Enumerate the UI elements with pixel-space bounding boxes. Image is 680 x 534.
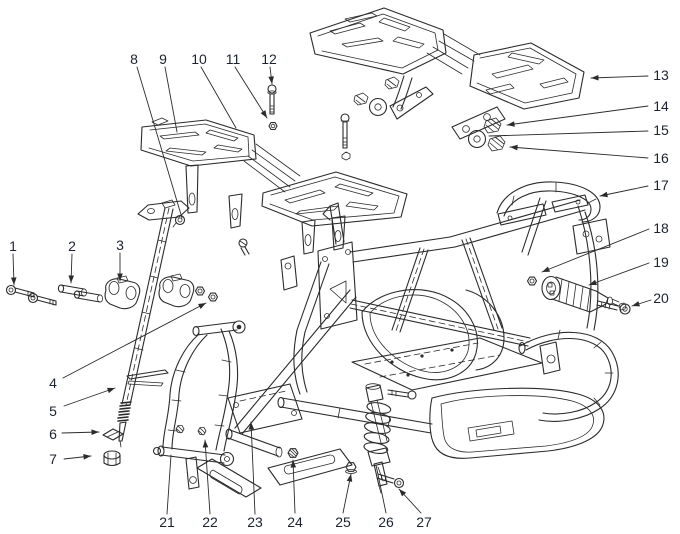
callout-label-9: 9 xyxy=(159,51,167,67)
leader-arrowhead-12 xyxy=(268,76,274,84)
leader-arrowhead-19 xyxy=(589,279,598,286)
callout-label-6: 6 xyxy=(49,426,57,442)
callout-label-7: 7 xyxy=(49,451,57,467)
leader-arrowhead-16 xyxy=(510,144,518,151)
leader-line-16 xyxy=(509,146,649,159)
leader-arrowhead-11 xyxy=(260,110,267,118)
main-frame-drawing xyxy=(225,181,619,459)
leader-line-13 xyxy=(590,75,649,79)
leader-arrowhead-6 xyxy=(91,429,99,436)
leader-arrowhead-22 xyxy=(202,440,209,448)
leader-line-26 xyxy=(375,464,387,514)
leader-arrowhead-23 xyxy=(248,422,255,430)
callout-label-17: 17 xyxy=(653,177,669,193)
callout-label-13: 13 xyxy=(653,67,669,83)
front-fork-drawing xyxy=(152,320,353,498)
callout-label-5: 5 xyxy=(49,403,57,419)
callout-label-27: 27 xyxy=(416,514,432,530)
rear-rack-drawing xyxy=(309,7,585,161)
leader-line-24 xyxy=(292,459,296,514)
leader-arrowhead-20 xyxy=(632,301,640,307)
leader-line-17 xyxy=(599,185,649,197)
callout-label-23: 23 xyxy=(247,514,263,530)
leader-line-15 xyxy=(488,130,649,137)
leader-arrowhead-3 xyxy=(117,273,123,281)
muffler-drawing xyxy=(541,275,631,315)
leader-line-10 xyxy=(200,66,237,129)
leader-arrowhead-5 xyxy=(106,387,115,394)
callout-label-25: 25 xyxy=(335,514,351,530)
leader-line-8 xyxy=(136,66,183,219)
leader-arrowhead-4 xyxy=(198,303,206,309)
leader-line-11 xyxy=(234,66,268,119)
leader-arrowhead-1 xyxy=(10,277,17,285)
top-fasteners-drawing xyxy=(238,84,278,256)
leader-line-5 xyxy=(63,387,116,407)
handlebar-clamp-parts-drawing xyxy=(5,273,219,310)
leader-line-4 xyxy=(62,302,207,379)
washer-and-cap-drawing xyxy=(102,428,124,467)
callout-label-8: 8 xyxy=(130,51,138,67)
callout-label-19: 19 xyxy=(653,254,669,270)
leader-line-19 xyxy=(588,262,650,286)
callout-label-26: 26 xyxy=(378,514,394,530)
leader-arrowhead-17 xyxy=(600,191,608,198)
leader-arrowhead-2 xyxy=(68,275,75,283)
callout-label-11: 11 xyxy=(226,51,241,67)
callout-label-14: 14 xyxy=(653,98,669,114)
callout-label-24: 24 xyxy=(287,514,303,530)
shock-absorber-drawing xyxy=(345,383,405,494)
steering-stem-drawing xyxy=(117,199,190,448)
callout-label-12: 12 xyxy=(261,51,277,67)
callout-label-3: 3 xyxy=(116,237,124,253)
callout-label-21: 21 xyxy=(159,514,175,530)
foot-board-drawing xyxy=(140,117,408,255)
leader-arrowhead-25 xyxy=(346,474,353,482)
leader-line-9 xyxy=(164,66,178,133)
callout-label-20: 20 xyxy=(653,290,669,306)
callout-label-22: 22 xyxy=(202,514,218,530)
callout-label-16: 16 xyxy=(653,150,669,166)
leader-arrowhead-7 xyxy=(83,454,91,460)
callout-label-15: 15 xyxy=(653,122,669,138)
callout-label-10: 10 xyxy=(191,51,207,67)
leader-arrowhead-18 xyxy=(542,266,551,272)
leader-arrowhead-13 xyxy=(591,74,599,81)
callout-label-4: 4 xyxy=(49,375,57,391)
leader-line-22 xyxy=(204,439,211,515)
leader-line-14 xyxy=(506,105,649,126)
callout-label-1: 1 xyxy=(9,238,17,254)
leader-arrowhead-24 xyxy=(290,460,297,468)
callout-label-2: 2 xyxy=(68,238,76,254)
leader-line-21 xyxy=(166,454,172,515)
leader-arrowhead-27 xyxy=(399,489,407,497)
leader-arrowhead-14 xyxy=(507,121,515,127)
leader-line-23 xyxy=(250,421,256,515)
leader-line-18 xyxy=(541,228,650,273)
callout-label-18: 18 xyxy=(653,220,669,236)
